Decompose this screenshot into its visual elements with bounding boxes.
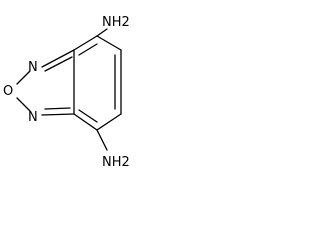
bond-c7a-n-inner — [44, 107, 71, 110]
bond-c7-nh2 — [96, 129, 108, 151]
atom-label-n-bottom: N — [28, 110, 38, 125]
bond-o-n — [16, 97, 31, 112]
bond-c6-c7 — [96, 113, 122, 131]
bond-c4-c5 — [96, 35, 122, 51]
benzofurazan-diamine-structure: NH2 NH2 N O N — [3, 15, 130, 170]
atom-label-o: O — [3, 84, 13, 99]
atom-label-n-top: N — [28, 60, 38, 75]
atom-label-nh2-top: NH2 — [102, 15, 130, 30]
bond-c4-nh2 — [96, 28, 108, 37]
bond-n-o — [16, 70, 31, 85]
bond-c3a-n-inner — [44, 56, 73, 72]
bond-c7a-n — [41, 113, 75, 116]
bond-lines — [16, 28, 122, 151]
atom-label-nh2-bottom: NH2 — [102, 155, 130, 170]
bond-c7-c7a — [73, 113, 98, 131]
bond-c3a-c4 — [73, 35, 98, 51]
bond-c7-c7a-inner — [78, 109, 98, 123]
structure-canvas: NH2 NH2 N O N — [0, 0, 144, 180]
bond-c3a-c4-inner — [78, 43, 98, 56]
bond-c3a-n — [41, 49, 75, 68]
